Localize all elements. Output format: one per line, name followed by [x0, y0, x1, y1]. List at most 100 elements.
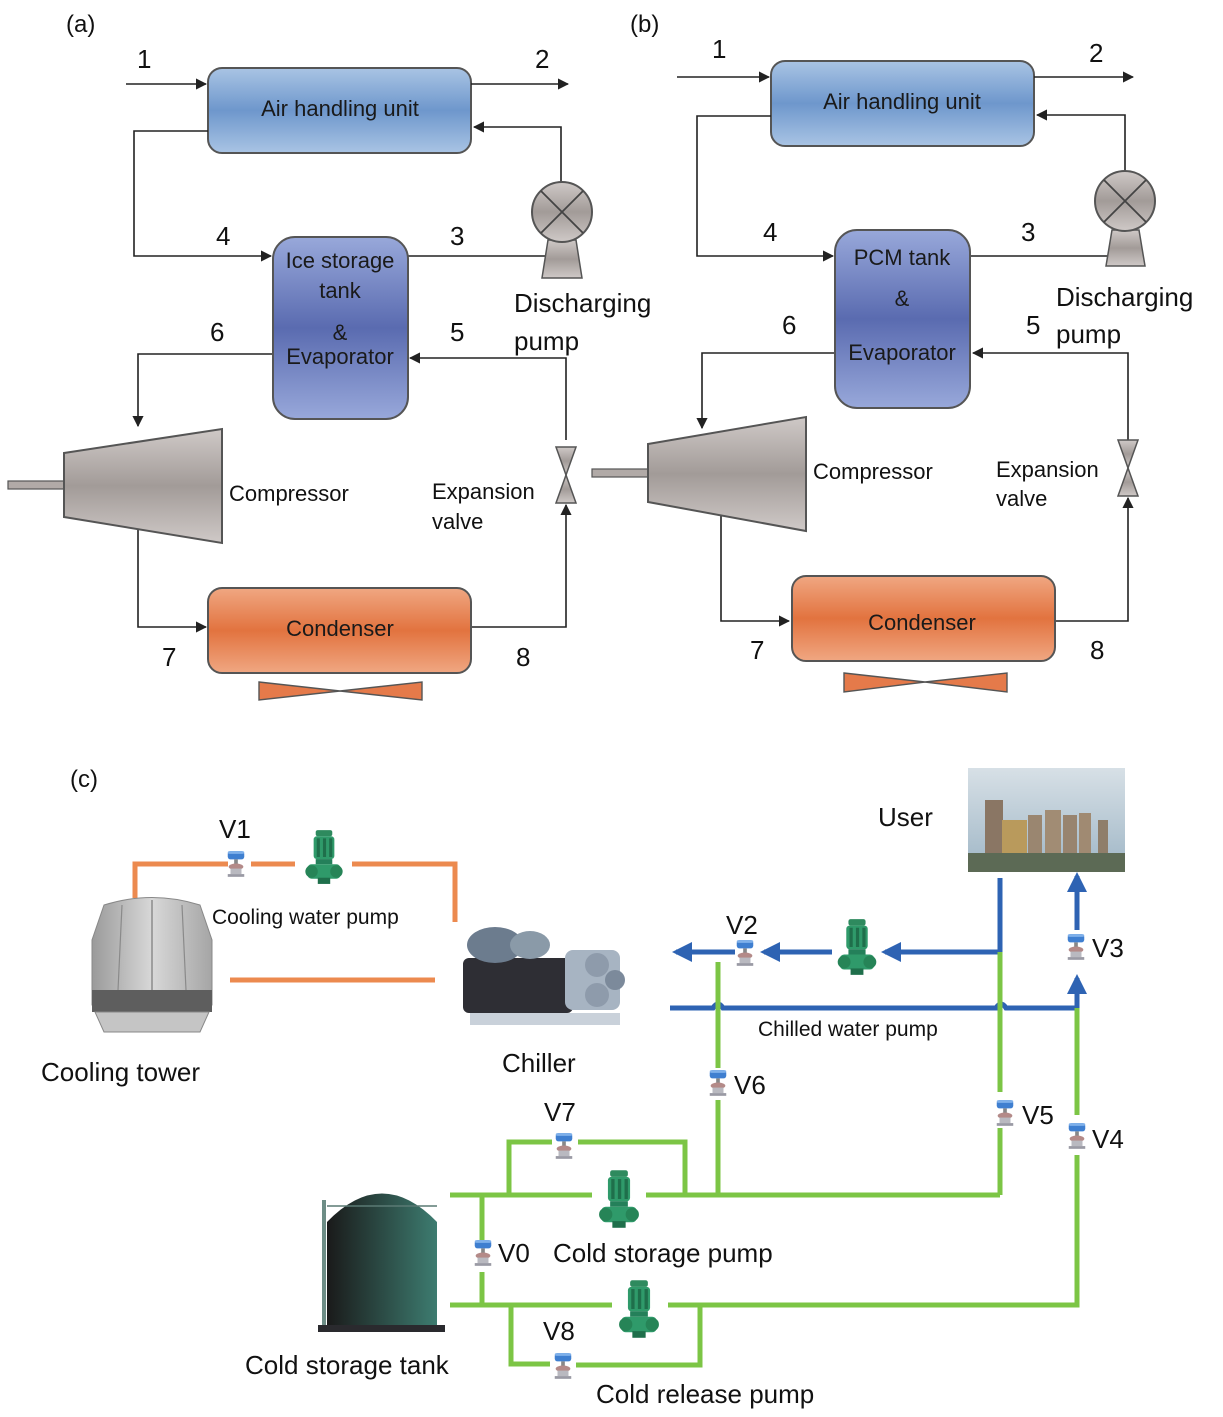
chilled-return-pipe [670, 1001, 1077, 1011]
green-pipe-v8-right [576, 1305, 703, 1368]
valve-v6-icon[interactable] [709, 1070, 727, 1096]
point-1-a: 1 [137, 44, 151, 74]
tank-b-line-3: Evaporator [848, 340, 956, 365]
cooling-tower-label: Cooling tower [41, 1057, 200, 1087]
air-handling-unit-b [770, 60, 1035, 147]
tank-b-line-2: & [895, 286, 910, 311]
valve-v4-label: V4 [1092, 1124, 1124, 1154]
flow-line-8-b [1055, 496, 1134, 622]
valve-v1-icon[interactable] [227, 851, 245, 877]
cold-storage-pump-label: Cold storage pump [553, 1238, 773, 1268]
flow-line-6-a [132, 353, 273, 428]
valve-v0-label: V0 [498, 1238, 530, 1268]
valve-v5-label: V5 [1022, 1100, 1054, 1130]
ice-storage-tank [272, 236, 409, 420]
expansion-valve-a-label-2: valve [432, 509, 483, 534]
flow-line-4-b [696, 115, 835, 262]
chiller-label: Chiller [502, 1048, 576, 1078]
air-handling-unit-a [207, 67, 472, 154]
panel-a: (a) Air handling unit Ice storage tank &… [7, 11, 651, 701]
user-label: User [878, 802, 933, 832]
valve-v8-label: V8 [543, 1316, 575, 1346]
cold-release-pump-label: Cold release pump [596, 1379, 814, 1409]
valve-v5-icon[interactable] [996, 1100, 1014, 1126]
cold-storage-tank-icon [318, 1193, 445, 1332]
compressor-a-label: Compressor [229, 481, 349, 506]
valve-v0-icon[interactable] [474, 1240, 492, 1266]
panel-b: (b) Air handling unit PCM tank & Evapora… [591, 11, 1193, 693]
point-6-b: 6 [782, 310, 796, 340]
panel-c-label: (c) [70, 766, 98, 793]
chilled-water-pump-icon [837, 919, 877, 975]
cooling-water-pump-label: Cooling water pump [212, 906, 399, 929]
point-7-a: 7 [162, 642, 176, 672]
tank-a-line-2: tank [319, 278, 362, 303]
condenser-b-label: Condenser [868, 610, 976, 635]
valve-v7-icon[interactable] [555, 1133, 573, 1159]
valve-v3-icon[interactable] [1067, 934, 1085, 960]
cold-release-pump-icon [619, 1280, 659, 1338]
valve-v8-icon[interactable] [554, 1353, 572, 1379]
valve-v1-label: V1 [219, 814, 251, 844]
expansion-valve-b-label-2: valve [996, 486, 1047, 511]
pump-to-ahu-a [472, 121, 562, 183]
cooling-tower-icon [91, 897, 213, 1033]
discharging-pump-b-icon [1094, 170, 1156, 267]
compressor-a-icon [7, 427, 223, 545]
valve-v2-icon[interactable] [736, 940, 754, 966]
flow-line-5-b [971, 347, 1129, 440]
flow-line-6-b [696, 352, 835, 430]
flow-line-7-a [137, 530, 208, 633]
expansion-valve-a-icon [554, 446, 578, 504]
user-building-image [968, 768, 1125, 872]
valve-v4-icon[interactable] [1068, 1123, 1086, 1149]
expansion-valve-a-label-1: Expansion [432, 479, 535, 504]
tank-b-line-1: PCM tank [854, 245, 952, 270]
valve-v6-label: V6 [734, 1070, 766, 1100]
chilled-water-pump-label: Chilled water pump [758, 1018, 938, 1041]
green-pipe-v4-lower [668, 1155, 1080, 1308]
point-5-a: 5 [450, 317, 464, 347]
point-2-a: 2 [535, 44, 549, 74]
flow-line-5-a [408, 352, 567, 440]
valve-v7-label: V7 [544, 1097, 576, 1127]
cold-storage-tank-label: Cold storage tank [245, 1350, 450, 1380]
point-2-b: 2 [1089, 38, 1103, 68]
point-4-b: 4 [763, 217, 777, 247]
green-pipe-v8-left [508, 1305, 550, 1367]
air-handling-unit-a-label: Air handling unit [261, 96, 419, 121]
cooling-pipe-1 [132, 861, 228, 898]
condenser-a [207, 587, 472, 674]
expansion-valve-b-label-1: Expansion [996, 457, 1099, 482]
panel-a-label: (a) [66, 11, 95, 38]
point-8-a: 8 [516, 642, 530, 672]
discharging-pump-icon [531, 181, 593, 279]
compressor-b-label: Compressor [813, 459, 933, 484]
point-8-b: 8 [1090, 635, 1104, 665]
point-1-b: 1 [712, 34, 726, 64]
expansion-valve-b-icon [1116, 439, 1140, 497]
condenser-fan-b-icon [843, 672, 1008, 693]
discharging-pump-b-label-1: Discharging [1056, 282, 1193, 312]
condenser-a-label: Condenser [286, 616, 394, 641]
panel-b-label: (b) [630, 11, 659, 38]
green-pipe-v7-right [578, 1139, 688, 1195]
point-3-b: 3 [1021, 217, 1035, 247]
flow-line-7-b [720, 514, 791, 627]
point-5-b: 5 [1026, 310, 1040, 340]
discharging-pump-a-label-2: pump [514, 326, 579, 356]
panel-c: (c) Cooling tower Chiller [41, 766, 1125, 1409]
valve-v3-label: V3 [1092, 933, 1124, 963]
condenser-b [791, 575, 1056, 662]
condenser-fan-a-icon [258, 681, 423, 701]
cold-storage-pump-icon [599, 1170, 639, 1228]
discharging-pump-b-label-2: pump [1056, 319, 1121, 349]
point-7-b: 7 [750, 635, 764, 665]
tank-a-line-1: Ice storage [286, 248, 395, 273]
discharging-pump-a-label-1: Discharging [514, 288, 651, 318]
point-4-a: 4 [216, 221, 230, 251]
tank-a-line-3: & [333, 320, 348, 345]
flow-line-4-a [133, 130, 273, 262]
air-handling-unit-b-label: Air handling unit [823, 89, 981, 114]
